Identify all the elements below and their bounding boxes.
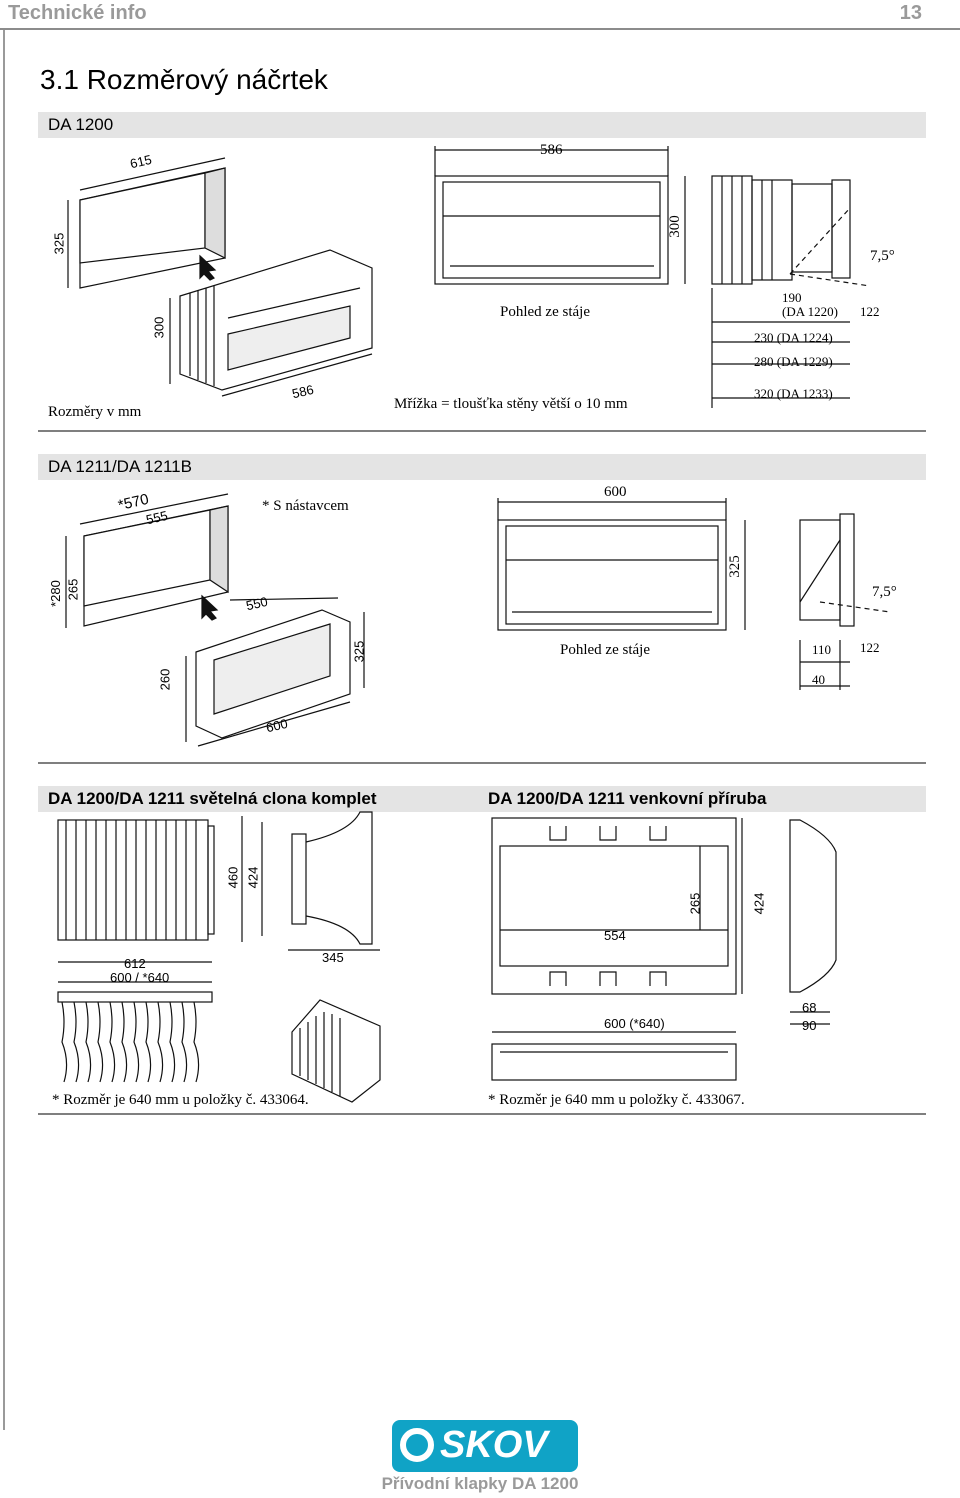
dim-260: 260: [157, 668, 173, 691]
dim-612: 612: [124, 956, 146, 971]
dim-122-1: 122: [860, 304, 880, 319]
dim-325-right: 325: [726, 555, 743, 578]
dim-40: 40: [812, 672, 825, 687]
footer-title: Přívodní klapky DA 1200: [381, 1474, 579, 1493]
wall-opening-drawing: [67, 157, 226, 289]
skov-logo-text: SKOV: [440, 1424, 548, 1466]
block3-heading-left: DA 1200/DA 1211 světelná clona komplet: [38, 786, 478, 812]
dim-600-640-r: 600 (*640): [604, 1016, 665, 1031]
light-trap-top-drawing: [57, 961, 213, 1083]
dim-600-top: 600: [604, 484, 627, 500]
da1229-label: 280 (DA 1229): [754, 354, 833, 369]
dim-300-left: 300: [151, 316, 167, 339]
header-rule: [0, 28, 960, 30]
block3-heading-right: DA 1200/DA 1211 venkovní příruba: [478, 786, 926, 812]
flange-front-drawing: [491, 817, 743, 995]
dim-554: 554: [604, 928, 626, 943]
block3-drawings: [38, 811, 926, 1115]
dim-265: 265: [65, 578, 81, 601]
inlet-unit-drawing: [169, 249, 373, 397]
dim-586-top: 586: [540, 142, 563, 158]
dim-325-mid: 325: [351, 640, 367, 663]
flange-top-drawing: [491, 1031, 737, 1081]
section-title: 3.1 Rozměrový náčrtek: [40, 64, 328, 95]
dim-110: 110: [812, 642, 832, 657]
da1224-label: 230 (DA 1224): [754, 330, 833, 345]
block1-heading: DA 1200: [38, 112, 926, 138]
angle-2: 7,5°: [872, 584, 897, 600]
block2-drawings: [38, 493, 926, 764]
light-trap-front-drawing: [57, 819, 215, 941]
block2-heading: DA 1211/DA 1211B: [38, 454, 926, 480]
dim-90: 90: [802, 1018, 817, 1033]
dim-190: 190: [782, 290, 802, 305]
dim-424: 424: [245, 866, 261, 889]
note-s-nastavcem: * S nástavcem: [262, 498, 349, 514]
note-right: * Rozměr je 640 mm u položky č. 433067.: [488, 1092, 745, 1108]
dim-600-640: 600 / *640: [110, 970, 170, 985]
angle-1: 7,5°: [870, 248, 895, 264]
left-margin-rule: [3, 30, 5, 1430]
grid-note: Mřížka = tloušťka stěny větší o 10 mm: [394, 396, 628, 412]
dim-68: 68: [802, 1000, 817, 1015]
page-number: 13: [899, 2, 922, 24]
inlet-unit-drawing-2: [185, 597, 365, 747]
note-left: * Rozměr je 640 mm u položky č. 433064.: [52, 1092, 309, 1108]
units-label: Rozměry v mm: [48, 404, 142, 420]
front-view-drawing: [434, 146, 686, 285]
da1233-label: 320 (DA 1233): [754, 386, 833, 401]
block1-drawings: [38, 146, 926, 432]
dim-424-r: 424: [751, 892, 767, 915]
skov-logo-mark-icon: [400, 1428, 434, 1462]
view-label-1: Pohled ze stáje: [500, 304, 590, 320]
wall-opening-drawing-2: [65, 493, 229, 628]
light-trap-iso-drawing: [291, 999, 381, 1103]
dim-122-2: 122: [860, 640, 880, 655]
dim-280: *280: [47, 580, 63, 607]
dim-460: 460: [225, 866, 241, 889]
dim-325: 325: [51, 232, 67, 255]
light-trap-side-drawing: [241, 811, 380, 951]
dim-265-r: 265: [687, 892, 703, 915]
dim-300-right: 300: [666, 215, 683, 238]
flange-side-drawing: [789, 819, 837, 1025]
header-title: Technické info: [8, 2, 147, 24]
side-view-drawing-2: [799, 513, 891, 690]
side-view-drawing: [711, 175, 871, 408]
da1220-label: (DA 1220): [782, 304, 838, 319]
front-view-drawing-2: [497, 498, 746, 631]
view-label-2: Pohled ze stáje: [560, 642, 650, 658]
dim-345: 345: [322, 950, 344, 965]
